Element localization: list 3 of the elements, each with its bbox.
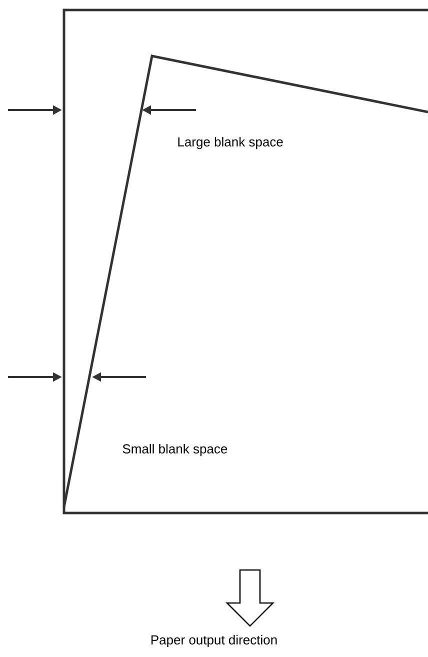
text-label: Small blank space: [122, 444, 228, 456]
text-label: Paper output direction: [151, 634, 277, 648]
text-label: Large blank space: [178, 136, 283, 150]
